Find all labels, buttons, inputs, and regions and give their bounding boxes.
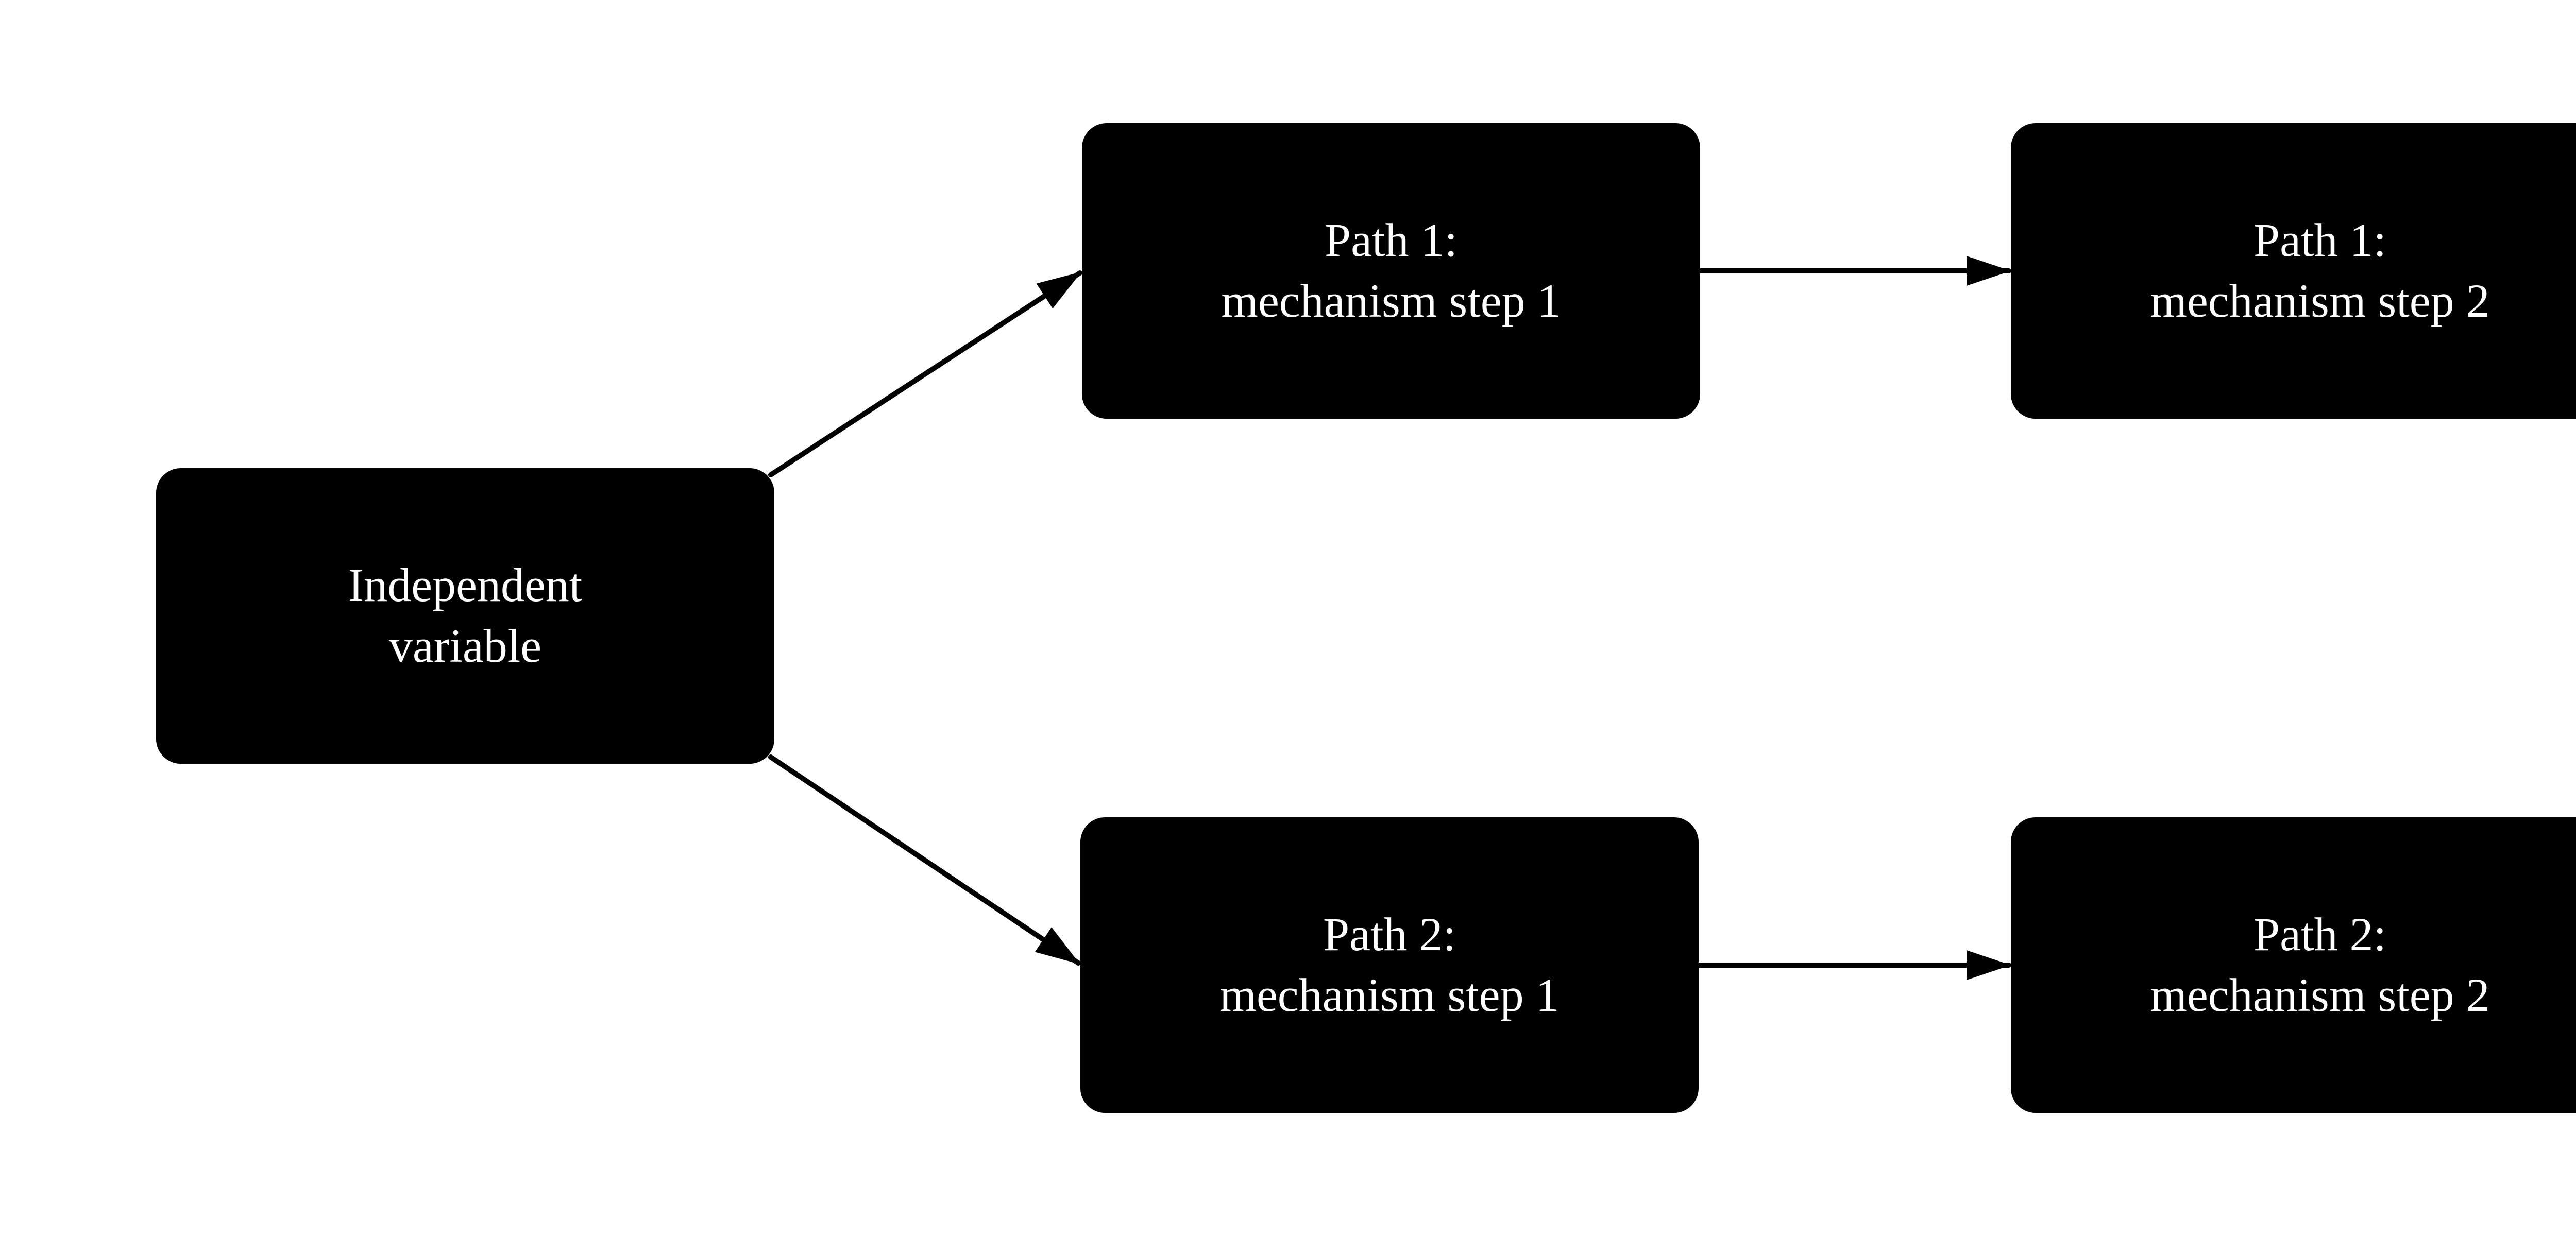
node-label-line: mechanism step 2	[2150, 969, 2490, 1021]
node-path1-mechanism-step2: Path 1: mechanism step 2	[2011, 123, 2576, 419]
edge-independent-to-path2-step1	[768, 754, 1081, 966]
node-label-line: Path 2:	[2253, 908, 2387, 961]
node-independent-variable-label: Independent variable	[348, 555, 583, 677]
node-path1-mechanism-step1: Path 1: mechanism step 1	[1082, 123, 1700, 419]
node-label-line: mechanism step 1	[1219, 969, 1560, 1021]
node-path1-mechanism-step1-label: Path 1: mechanism step 1	[1221, 210, 1561, 332]
node-label-line: variable	[388, 620, 542, 672]
node-label-line: Path 2:	[1323, 908, 1456, 961]
node-path2-mechanism-step2: Path 2: mechanism step 2	[2011, 817, 2576, 1113]
node-label-line: mechanism step 1	[1221, 274, 1561, 327]
node-label-line: Path 1:	[2253, 214, 2387, 267]
node-label-line: Independent	[348, 559, 583, 612]
node-path2-mechanism-step1: Path 2: mechanism step 1	[1080, 817, 1699, 1113]
node-independent-variable: Independent variable	[156, 468, 774, 764]
node-label-line: Path 1:	[1324, 214, 1458, 267]
node-path1-mechanism-step2-label: Path 1: mechanism step 2	[2150, 210, 2489, 332]
edge-independent-to-path1-step1	[768, 270, 1082, 477]
node-label-line: mechanism step 2	[2150, 274, 2490, 327]
node-path2-mechanism-step1-label: Path 2: mechanism step 1	[1219, 904, 1559, 1026]
node-path2-mechanism-step2-label: Path 2: mechanism step 2	[2150, 904, 2489, 1026]
